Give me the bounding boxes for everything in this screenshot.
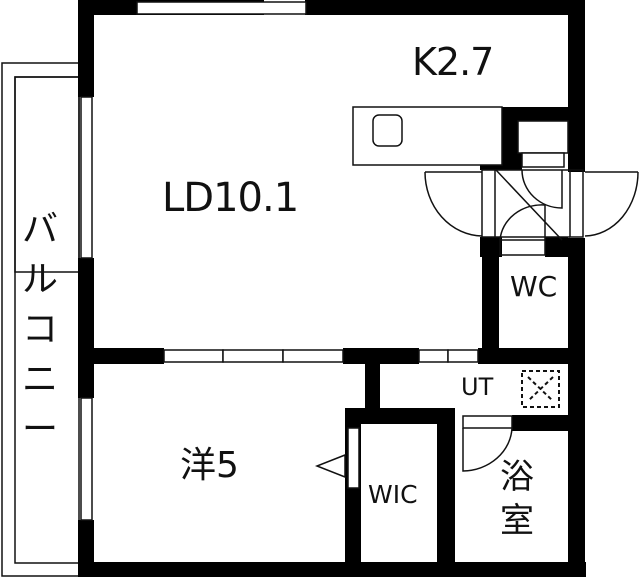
outer-walls: [78, 0, 586, 577]
wic-door-arrow: [314, 453, 346, 479]
bath-door: [462, 415, 513, 472]
entry-cubby: [517, 120, 569, 154]
entry-step: [521, 152, 565, 168]
room-label-wic: WIC: [368, 480, 418, 509]
room-label-utility: UT: [461, 373, 494, 401]
wic-door: [347, 427, 360, 489]
kitchen-sink: [372, 114, 403, 147]
room-label-balcony: バルコニー: [22, 209, 59, 450]
room-label-wc: WC: [510, 270, 558, 303]
ld-window: [80, 96, 93, 259]
room-label-ld: LD10.1: [162, 175, 299, 221]
western-window: [80, 397, 93, 521]
top-window: [136, 1, 307, 15]
interior-walls: [94, 107, 568, 564]
washing-machine-space: [521, 370, 560, 408]
room-label-bath: 浴室: [500, 457, 534, 541]
sliding-doors-ld: [163, 349, 479, 363]
room-label-western: 洋5: [180, 445, 239, 486]
room-label-kitchen: K2.7: [412, 40, 494, 84]
entry-doors: [424, 169, 639, 256]
